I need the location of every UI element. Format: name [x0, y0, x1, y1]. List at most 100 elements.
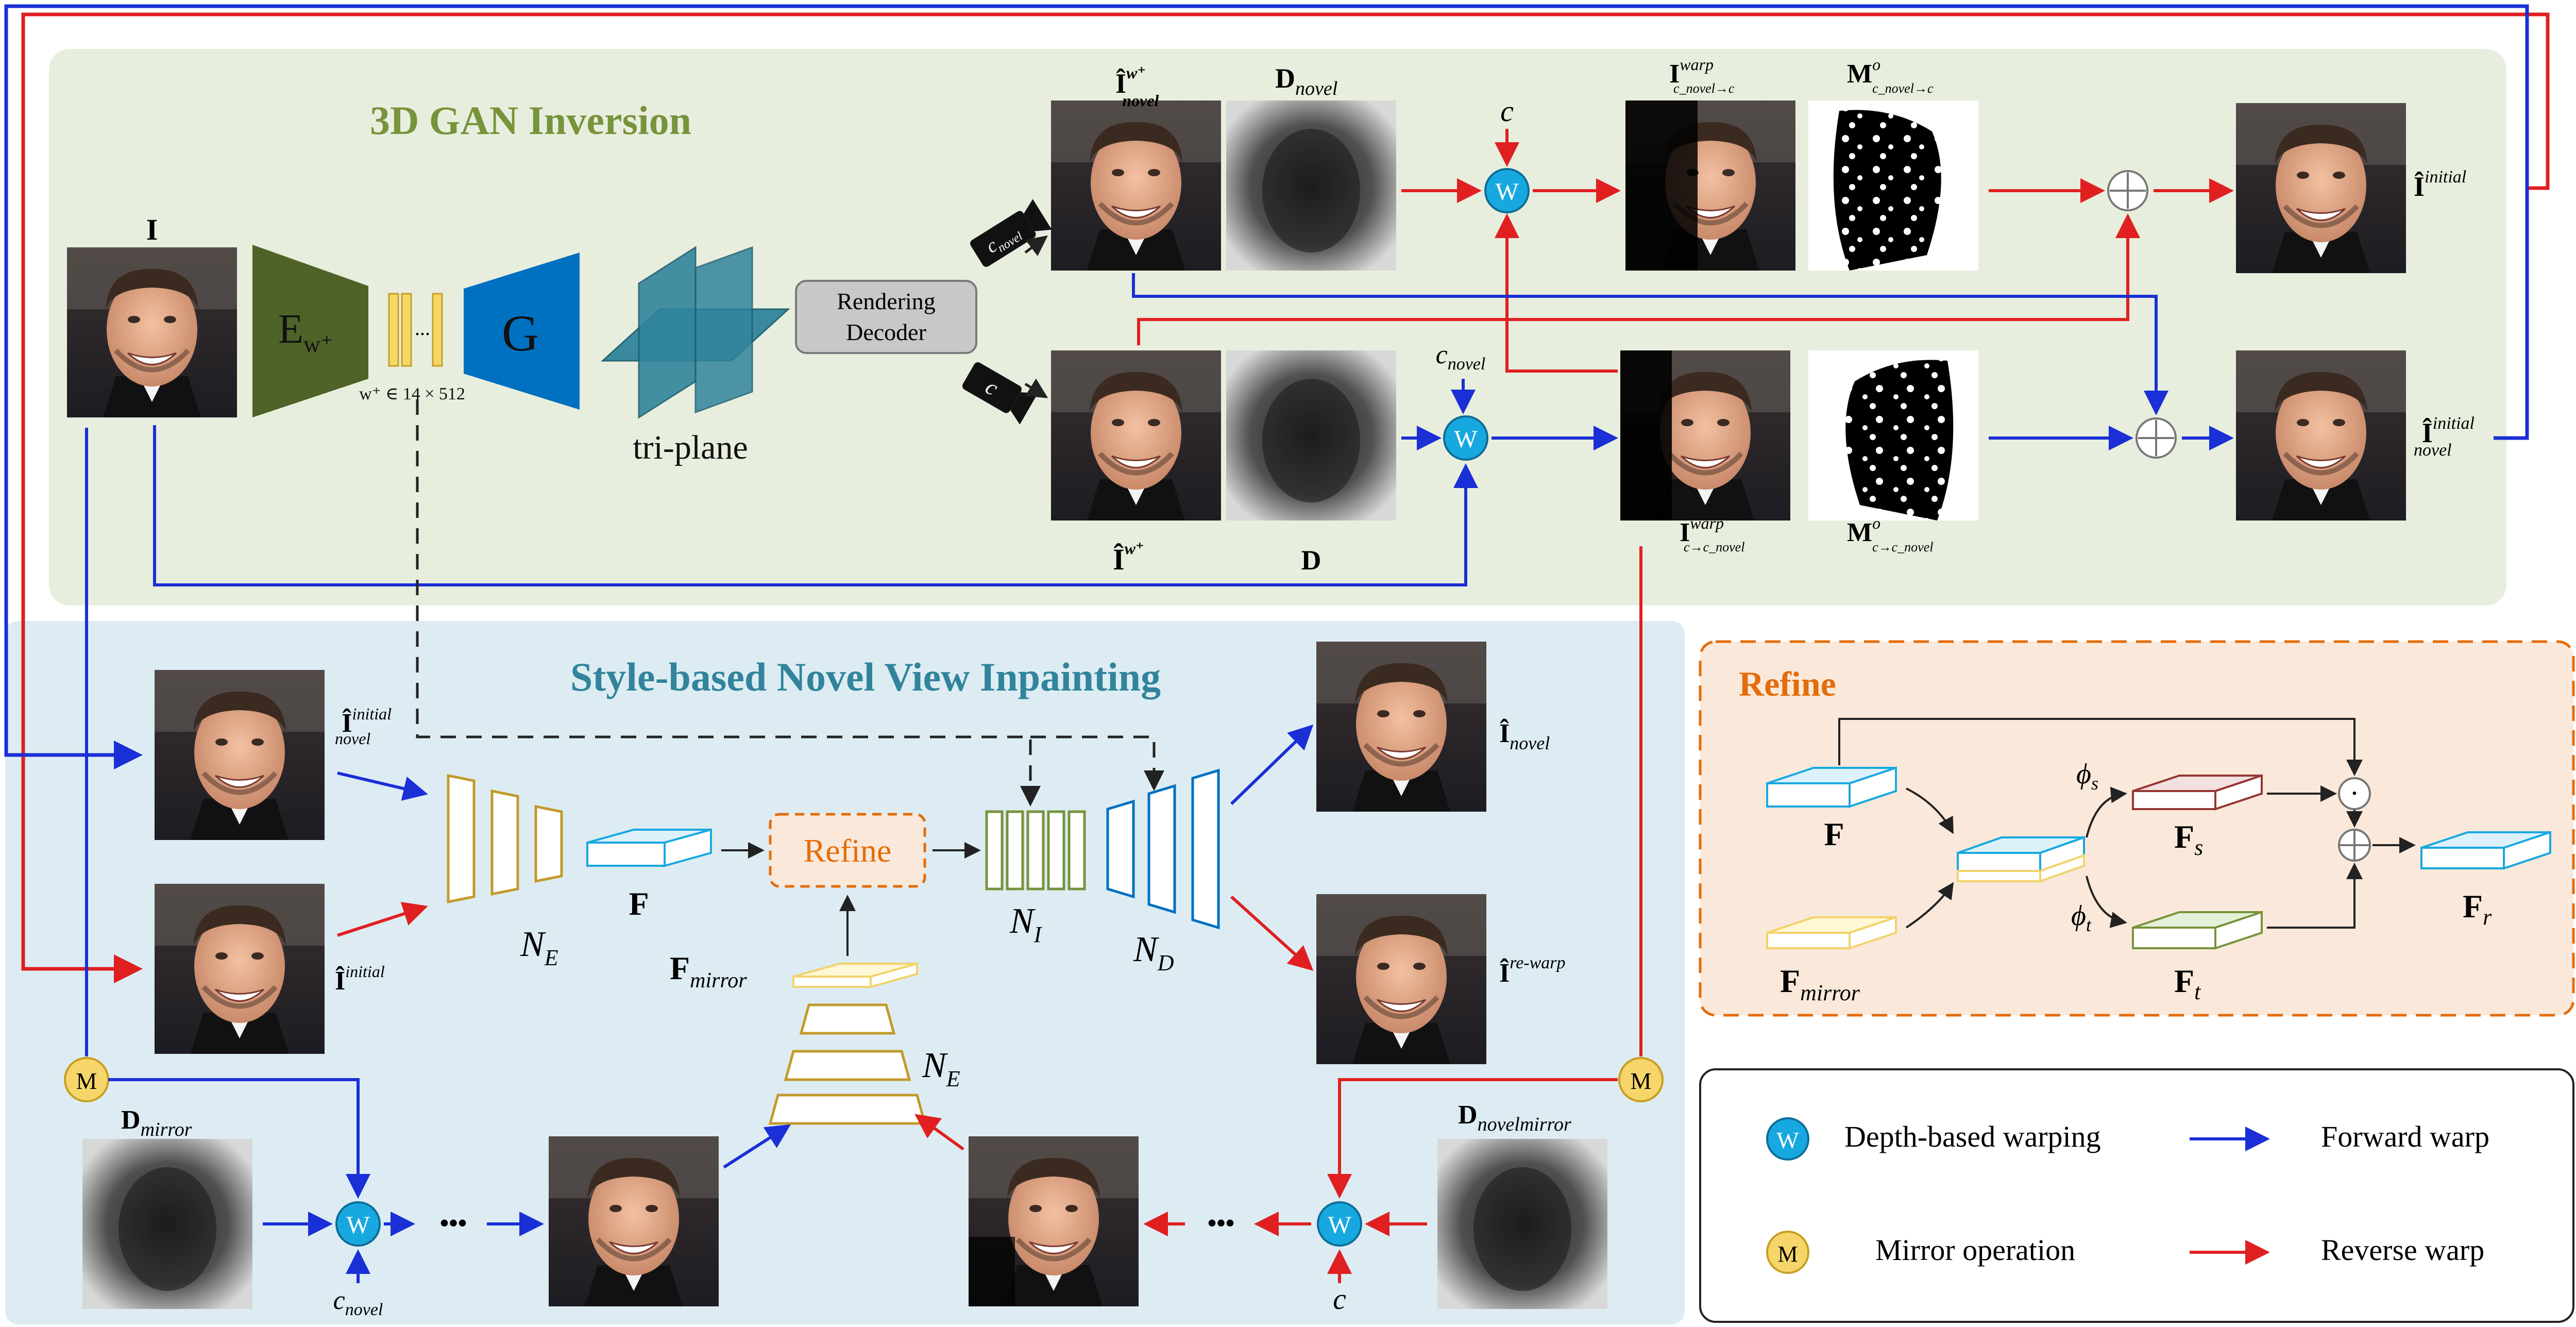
generator-label: G [502, 305, 539, 362]
dmirror-sub: mirror [141, 1119, 192, 1140]
c-bottom-label: c [1333, 1282, 1346, 1316]
c-novel-bottom-sub: novel [345, 1300, 383, 1319]
ni-label: N [1009, 901, 1036, 941]
depth-orig-label: D [1301, 545, 1321, 576]
legend-reverse-text: Reverse warp [2321, 1233, 2484, 1267]
svg-text:Îinitial: Îinitial [335, 962, 385, 996]
legend-mirror-icon [1766, 1231, 1809, 1274]
latent-caption: w⁺ ∈ 14 × 512 [359, 384, 465, 404]
inpaint-output-novel-image: Înovel [1316, 642, 1550, 812]
rendering-decoder: Rendering Decoder [795, 280, 977, 354]
svg-text:Ew⁺: Ew⁺ [278, 307, 333, 357]
svg-text:NI: NI [1009, 901, 1043, 947]
triplane: tri-plane [601, 246, 790, 466]
svg-text:NE: NE [922, 1046, 960, 1091]
legend: W Depth-based warping M Mirror operation… [1766, 1117, 2489, 1274]
svg-text:Înovel: Înovel [1499, 718, 1550, 753]
svg-text:Îw⁺novel: Îw⁺ novel [1115, 63, 1159, 110]
warp-bottom-label: I [1680, 518, 1690, 547]
c-top-label: c [1500, 94, 1514, 128]
warp-top-sup: warp [1680, 55, 1714, 74]
mask-top-sub: c_novel→c [1872, 81, 1934, 96]
svg-text:Moc→c_novel: Moc→c_novel [1847, 514, 1933, 555]
svg-text:Dmirror: Dmirror [121, 1105, 192, 1140]
render-orig-sup: w⁺ [1125, 539, 1144, 558]
svg-text:cnovel: cnovel [333, 1286, 383, 1319]
out-bottom-sup: initial [2433, 414, 2475, 433]
refine-fs-sub: s [2194, 835, 2203, 860]
legend-warp-icon [1766, 1117, 1809, 1161]
refine-section-title: Refine [1739, 664, 1836, 703]
camera-arrows [1024, 236, 1048, 398]
decoder-label-1: Rendering [837, 288, 936, 314]
c-novel-mid-sub: novel [1448, 355, 1486, 374]
legend-panel [1699, 1068, 2574, 1323]
ne2-label: N [922, 1046, 948, 1085]
svg-text:Fmirror: Fmirror [1780, 963, 1860, 1005]
mask-top-label: M [1847, 59, 1872, 89]
in-bottom-sup: initial [345, 962, 385, 981]
legend-warp-text: Depth-based warping [1844, 1120, 2101, 1153]
depth-original-image: D [1226, 350, 1396, 576]
svg-text:Îre-warp: Îre-warp [1499, 953, 1566, 988]
fmirror-sub: mirror [690, 969, 747, 993]
out-top-sup: initial [2425, 167, 2466, 187]
inpaint-input-initial-image: Îinitial [155, 884, 385, 1054]
novel-mirrored-face-image [969, 1136, 1139, 1306]
encoder-sub: w⁺ [303, 331, 333, 357]
svg-text:Îinitial: Îinitial [2414, 167, 2466, 202]
out-bottom-sub: novel [2414, 441, 2452, 460]
svg-text:Ft: Ft [2174, 963, 2201, 1004]
warp-node-bottom-right: W c [1317, 1201, 1362, 1316]
svg-text:Fs: Fs [2174, 818, 2203, 860]
legend-warp-icon-label: W [1776, 1127, 1799, 1153]
out-rewarp-sup: re-warp [1510, 953, 1565, 972]
svg-text:ϕs: ϕs [2076, 758, 2098, 794]
refine-fr-block: Fr [2420, 831, 2551, 930]
refine-fs-label: F [2174, 818, 2194, 855]
initial-output-image: Îinitial [2236, 103, 2466, 273]
refine-module-box: Refine [769, 813, 926, 888]
render-novel-label: Î [1115, 68, 1126, 99]
refine-fr-sub: r [2483, 904, 2492, 930]
latent-code-w: ... w⁺ ∈ 14 × 512 [359, 293, 465, 404]
refine-mul-node: · [2338, 777, 2371, 810]
dots-right: ••• [1208, 1208, 1235, 1237]
depth-mirror-image: Dmirror [82, 1105, 252, 1309]
mirrored-face-image [549, 1136, 719, 1306]
mirror-node-right: M [1618, 1057, 1664, 1102]
dnovelmirror-sub: novelmirror [1478, 1114, 1571, 1135]
inpainter-ni [985, 810, 1086, 891]
in-top-sub: novel [335, 729, 370, 748]
phi-s-sub: s [2091, 773, 2098, 794]
refine-detail: F Fmirror Fs Ft [1766, 718, 2551, 1005]
svg-text:Dnovelmirror: Dnovelmirror [1458, 1100, 1571, 1135]
c-novel-bottom-label: c [333, 1286, 345, 1315]
camera-novel-icon: cnovel [970, 199, 1052, 267]
render-novel-sub: novel [1122, 91, 1159, 110]
ne-label: N [520, 925, 546, 964]
warp-node-bl-label: W [346, 1212, 370, 1239]
inpaint-flow-arrows [85, 399, 1642, 1283]
ni-sub: I [1033, 922, 1043, 947]
svg-text:Fmirror: Fmirror [670, 950, 747, 993]
render-orig-label: Î [1113, 543, 1125, 576]
out-top-label: Î [2414, 171, 2425, 202]
refine-fmirror-block: Fmirror [1766, 916, 1897, 1005]
input-label: I [146, 213, 158, 246]
mask-bottom-sup: o [1872, 514, 1880, 532]
fmirror-label: F [670, 950, 690, 986]
depth-novel-label: D [1275, 63, 1295, 94]
refine-fmirror-label: F [1780, 963, 1800, 999]
render-novel-sup: w⁺ [1126, 63, 1146, 82]
mirror-node-left-label: M [76, 1068, 97, 1094]
legend-mirror-icon-label: M [1777, 1241, 1798, 1267]
latent-dots: ... [415, 316, 430, 340]
ne2-sub: E [946, 1066, 960, 1091]
refine-arrows [1838, 718, 2416, 929]
refine-f-block: F [1766, 766, 1897, 852]
legend-forward-text: Forward warp [2321, 1120, 2489, 1153]
